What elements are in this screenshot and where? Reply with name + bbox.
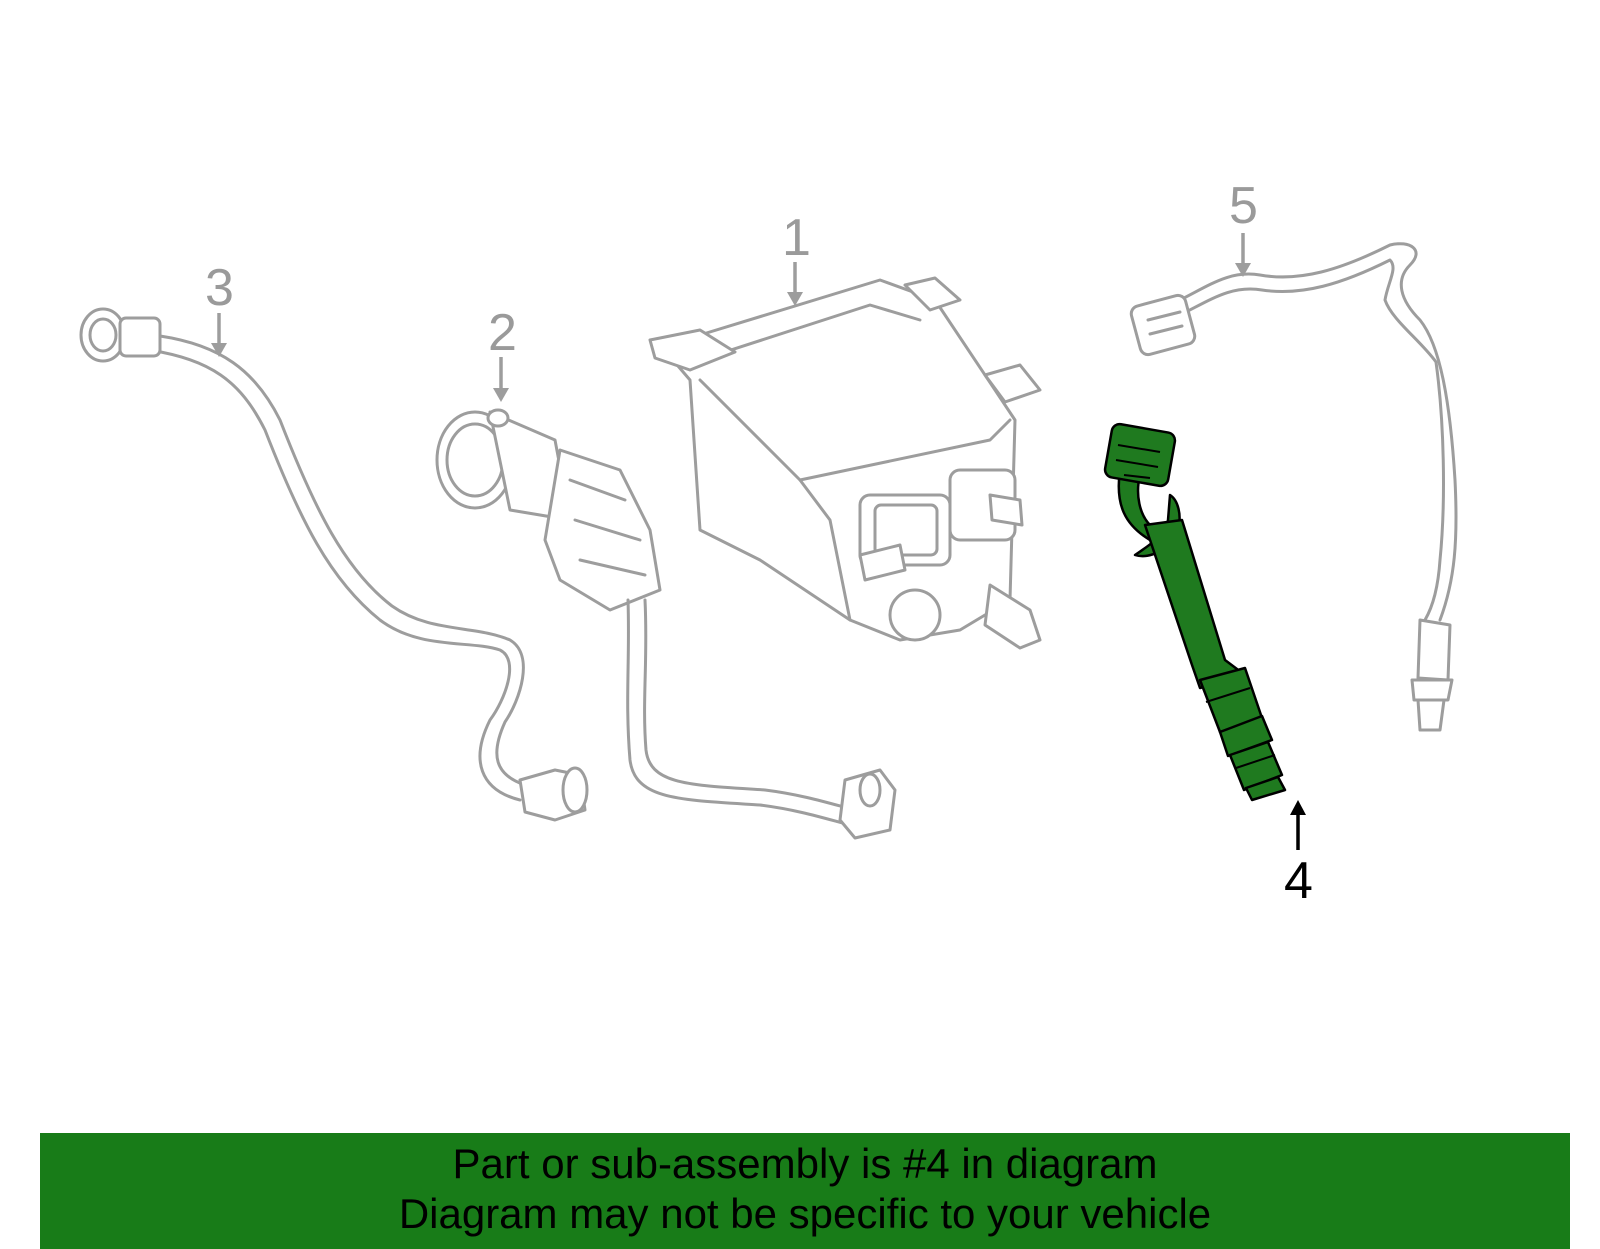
- callout-3: 3: [205, 259, 234, 317]
- part-5-sensor[interactable]: [1129, 242, 1458, 732]
- part-1-canister[interactable]: [648, 276, 1042, 650]
- banner-line-1: Part or sub-assembly is #4 in diagram: [452, 1140, 1158, 1187]
- part-3-hose[interactable]: [79, 307, 589, 822]
- part-2-purge-valve[interactable]: [435, 408, 897, 840]
- info-banner: Part or sub-assembly is #4 in diagram Di…: [40, 1133, 1570, 1249]
- callout-1: 1: [782, 209, 811, 267]
- callout-2: 2: [488, 304, 517, 362]
- callout-4: 4: [1284, 852, 1313, 910]
- callout-5: 5: [1229, 177, 1258, 235]
- part-4-sensor-highlighted[interactable]: [1103, 422, 1287, 802]
- banner-line-2: Diagram may not be specific to your vehi…: [398, 1190, 1212, 1237]
